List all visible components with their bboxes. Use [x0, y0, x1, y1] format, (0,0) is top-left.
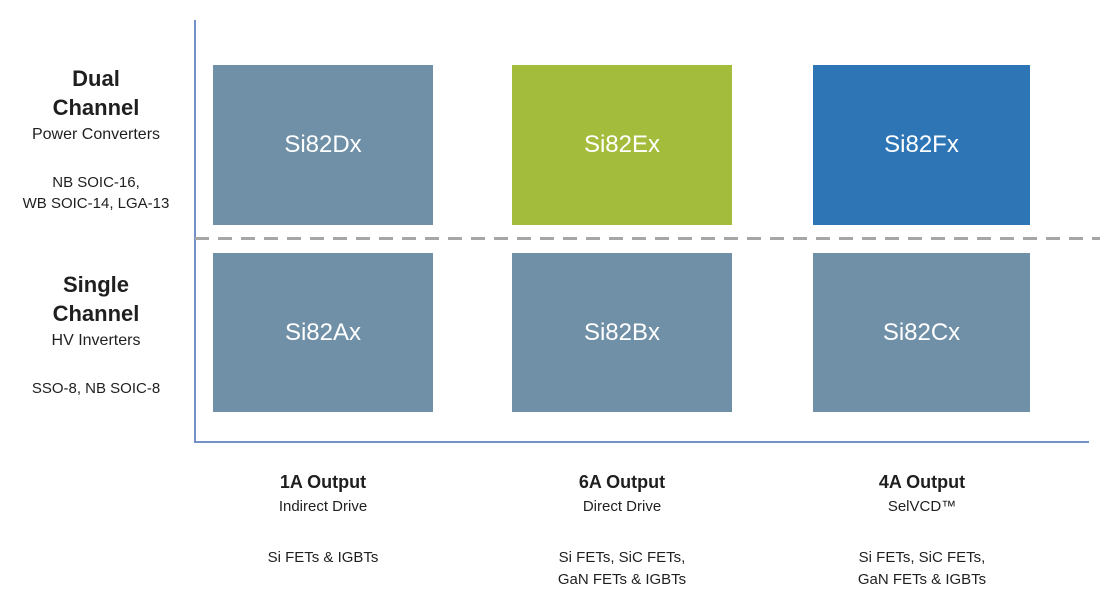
column-devices-line: Si FETs & IGBTs: [267, 549, 379, 566]
column-devices: Si FETs, SiC FETs, GaN FETs & IGBTs: [502, 547, 742, 591]
product-cell-si82fx: Si82Fx: [813, 65, 1030, 225]
product-cell-label: Si82Bx: [583, 318, 661, 346]
row-title-line: Dual: [72, 66, 120, 91]
row-packages-line: NB SOIC-16,: [52, 174, 140, 191]
row-title-line: Single: [62, 272, 129, 297]
column-devices-line: Si FETs, SiC FETs,: [558, 549, 686, 566]
column-devices: Si FETs & IGBTs: [203, 547, 443, 569]
row-packages-line: WB SOIC-14, LGA-13: [22, 195, 170, 212]
x-axis-line: [194, 441, 1089, 443]
row-divider-dashed-line: [195, 237, 1100, 240]
row-packages: SSO-8, NB SOIC-8: [0, 378, 192, 399]
y-axis-line: [194, 20, 196, 443]
product-cell-label: Si82Dx: [284, 131, 362, 158]
column-subtitle: Direct Drive: [582, 498, 662, 515]
row-title-line: Channel: [52, 301, 140, 326]
product-cell-label: Si82Ex: [583, 131, 661, 158]
product-cell-si82dx: Si82Dx: [213, 65, 433, 225]
column-devices: Si FETs, SiC FETs, GaN FETs & IGBTs: [802, 547, 1042, 591]
row-title: Dual Channel: [0, 64, 192, 122]
product-cell-label: Si82Cx: [882, 318, 961, 346]
row-title-line: Channel: [52, 95, 140, 120]
row-title: Single Channel: [0, 270, 192, 328]
column-devices-line: GaN FETs & IGBTs: [857, 571, 987, 588]
row-label-dual-channel: Dual Channel Power Converters NB SOIC-16…: [0, 64, 192, 214]
column-subtitle: SelVCD™: [887, 498, 957, 515]
row-subtitle: Power Converters: [31, 126, 161, 143]
row-label-single-channel: Single Channel HV Inverters SSO-8, NB SO…: [0, 270, 192, 399]
column-title: 6A Output: [578, 472, 666, 492]
column-subtitle: Indirect Drive: [278, 498, 368, 515]
column-title: 1A Output: [279, 472, 367, 492]
column-title: 4A Output: [878, 472, 966, 492]
column-label-4a-output: 4A Output SelVCD™ Si FETs, SiC FETs, GaN…: [802, 471, 1042, 591]
product-cell-si82cx: Si82Cx: [813, 253, 1030, 412]
row-subtitle: HV Inverters: [51, 332, 141, 349]
row-packages: NB SOIC-16, WB SOIC-14, LGA-13: [0, 172, 192, 214]
product-cell-label: Si82Fx: [884, 131, 959, 158]
row-packages-line: SSO-8, NB SOIC-8: [31, 380, 161, 397]
product-cell-si82ax: Si82Ax: [213, 253, 433, 412]
column-label-6a-output: 6A Output Direct Drive Si FETs, SiC FETs…: [502, 471, 742, 591]
product-cell-label: Si82Ax: [284, 318, 362, 346]
column-devices-line: Si FETs, SiC FETs,: [858, 549, 986, 566]
column-devices-line: GaN FETs & IGBTs: [557, 571, 687, 588]
product-cell-si82ex: Si82Ex: [512, 65, 732, 225]
product-cell-si82bx: Si82Bx: [512, 253, 732, 412]
column-label-1a-output: 1A Output Indirect Drive Si FETs & IGBTs: [203, 471, 443, 569]
